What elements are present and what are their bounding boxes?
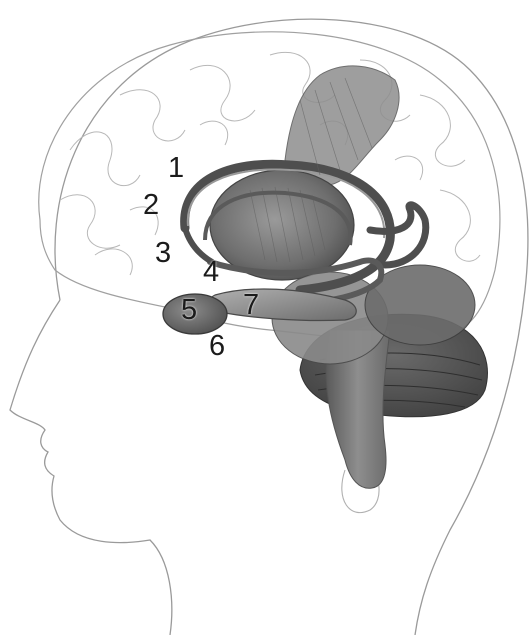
label-1: 1	[168, 154, 184, 183]
label-6: 6	[209, 332, 225, 361]
label-3: 3	[155, 239, 171, 268]
thalamus	[210, 170, 354, 280]
face-profile	[10, 300, 172, 635]
label-5: 5	[181, 296, 197, 325]
label-4: 4	[203, 258, 219, 287]
label-7: 7	[243, 291, 259, 320]
label-2: 2	[143, 191, 159, 220]
